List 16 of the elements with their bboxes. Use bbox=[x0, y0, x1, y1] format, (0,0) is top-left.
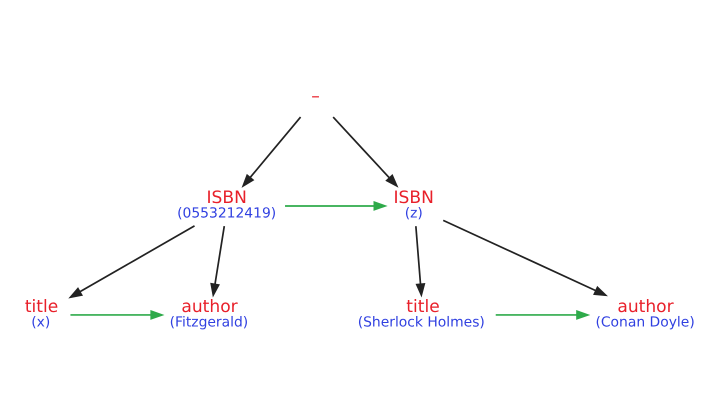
arrow bbox=[415, 226, 426, 298]
node-text: – bbox=[311, 86, 320, 107]
arrow bbox=[285, 201, 388, 211]
arrow bbox=[242, 116, 302, 188]
node-text: title (x) bbox=[24, 297, 58, 331]
arrow bbox=[442, 220, 608, 296]
arrow bbox=[70, 310, 164, 320]
arrow bbox=[332, 116, 398, 188]
node-text: author (Conan Doyle) bbox=[595, 297, 695, 331]
node-text: ISBN (z) bbox=[393, 188, 434, 222]
arrow bbox=[496, 310, 590, 320]
arrow bbox=[210, 226, 226, 298]
arrow bbox=[68, 225, 195, 298]
node-text: ISBN (0553212419) bbox=[177, 188, 276, 222]
node-text: title (Sherlock Holmes) bbox=[358, 297, 485, 331]
node-text: author (Fitzgerald) bbox=[170, 297, 248, 331]
